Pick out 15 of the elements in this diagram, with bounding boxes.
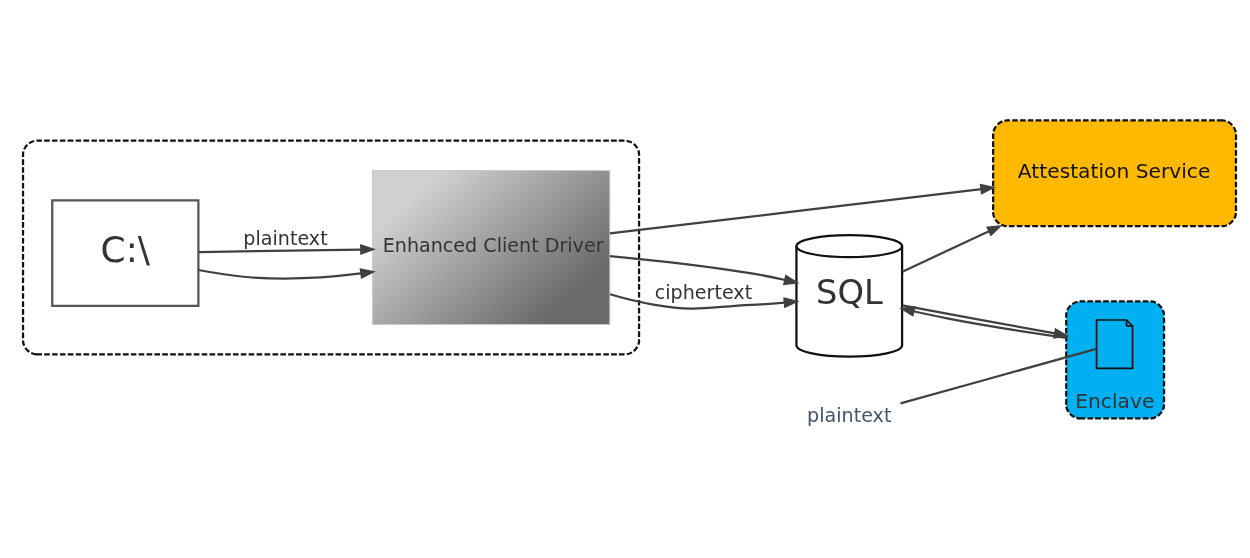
edge-label: ciphertext xyxy=(654,280,753,304)
edge-label: plaintext xyxy=(243,226,328,250)
node-box: C:\ xyxy=(51,199,200,308)
node-text: plaintext xyxy=(807,403,892,427)
connector xyxy=(900,347,1097,405)
cluster xyxy=(21,139,641,356)
node-box: Enhanced Client Driver xyxy=(372,169,611,326)
arrow xyxy=(198,268,376,280)
arrow xyxy=(198,244,376,256)
node-box: Attestation Service xyxy=(992,119,1238,228)
arrow xyxy=(609,293,800,310)
cluster: Enclave xyxy=(1065,300,1166,420)
arrow xyxy=(609,183,997,235)
arrow xyxy=(609,254,800,286)
arrow xyxy=(901,224,1003,273)
